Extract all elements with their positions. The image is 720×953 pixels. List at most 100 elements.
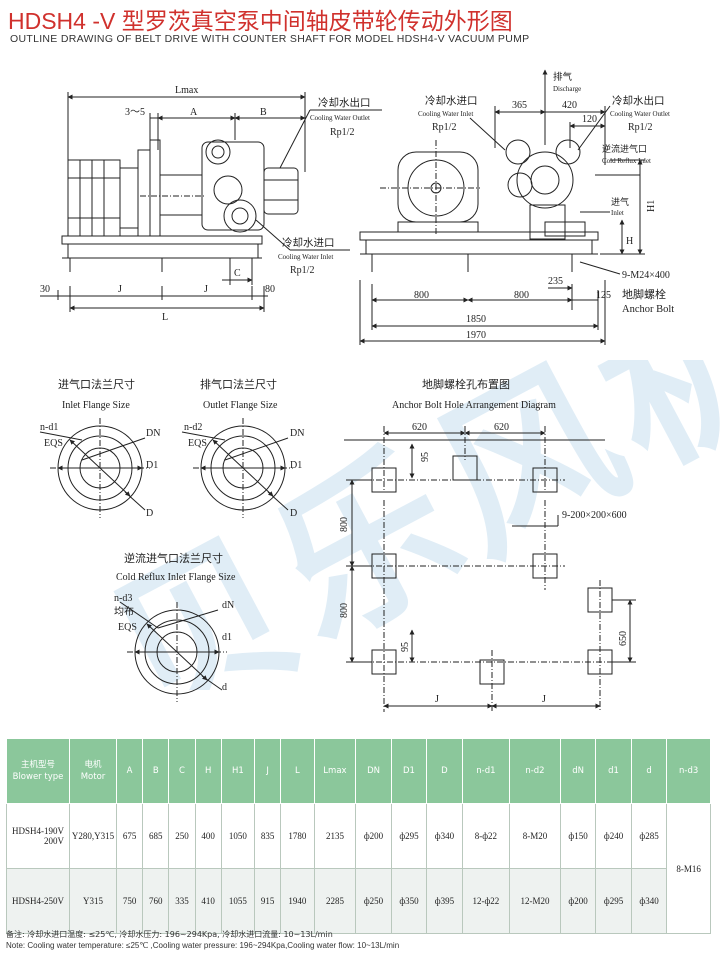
rp-outlet: Rp1/2 (330, 127, 354, 138)
dim-gap: 3～5 (125, 107, 145, 118)
anchor-800a: 800 (339, 517, 350, 532)
bolt-spec: 9-M24×400 (622, 270, 670, 281)
table-cell: 915 (254, 868, 282, 934)
dim-b: B (260, 107, 267, 118)
anchor-800b: 800 (339, 603, 350, 618)
outlet-eqs: EQS (188, 438, 207, 449)
table-cell: 250 (168, 803, 196, 869)
table-cell: ф340 (630, 868, 668, 934)
table-cell: 12-ф22 (461, 868, 511, 934)
cw-inlet-en: Cooling Water Inlet (278, 253, 333, 261)
table-header-cell: n-d2 (509, 738, 561, 804)
table-header-cell: n-d3 (666, 738, 711, 804)
table-cell: 2285 (313, 868, 357, 934)
table-cell: 1940 (280, 868, 315, 934)
dim-c: C (234, 268, 241, 279)
header-en: Blower type (12, 772, 64, 782)
outlet-d1: D1 (290, 460, 302, 471)
inlet-flange (39, 418, 150, 518)
anchor-title-en: Anchor Bolt Hole Arrangement Diagram (392, 400, 556, 411)
reflux-d1: d1 (222, 632, 232, 643)
front-view (40, 92, 382, 312)
anchor-layout-labels: 地脚螺栓孔布置图 Anchor Bolt Hole Arrangement Di… (339, 377, 629, 705)
side-cw-outlet-cn: 冷却水出口 (612, 94, 665, 107)
rp-inlet: Rp1/2 (290, 265, 314, 276)
header-en: H1 (232, 766, 244, 776)
header-en: C (179, 766, 185, 776)
anchor-holes: 9-200×200×600 (562, 510, 627, 521)
header-en: D1 (403, 766, 415, 776)
page-title: HDSH4 -V 型罗茨真空泵中间轴皮带轮传动外形图 (8, 8, 513, 34)
reflux-flange (119, 601, 227, 702)
reflux-flange-labels: 逆流进气口法兰尺寸 Cold Reflux Inlet Flange Size … (114, 551, 236, 693)
dim-h: H (626, 236, 633, 247)
inlet-dn: DN (146, 428, 160, 439)
table-cell: 675 (115, 803, 144, 869)
anchor-650: 650 (618, 631, 629, 646)
dim-1850: 1850 (466, 314, 486, 325)
front-view-labels: Lmax 3～5 A B 冷却水出口 Cooling Water Outlet … (40, 85, 371, 323)
reflux-nd: n-d3 (114, 593, 132, 604)
side-cw-inlet-cn: 冷却水进口 (425, 94, 478, 107)
dim-lmax: Lmax (175, 85, 198, 96)
side-cw-outlet-en: Cooling Water Outlet (610, 110, 670, 118)
table-header-cell: Lmax (313, 738, 357, 804)
anchor-bolt-cn: 地脚螺栓 (622, 287, 666, 301)
header-en: L (295, 766, 300, 776)
dim-125: 125 (596, 290, 611, 301)
table-cell: ф250 (355, 868, 392, 934)
reflux-even: 均布 (114, 606, 134, 618)
dim-365: 365 (512, 100, 527, 111)
reflux-flange-title-cn: 逆流进气口法兰尺寸 (124, 551, 223, 565)
dim-1970: 1970 (466, 330, 486, 341)
dim-h1: H1 (646, 200, 657, 212)
table-cell: ф240 (595, 803, 632, 869)
table-cell: ф395 (426, 868, 463, 934)
reflux-flange-title-en: Cold Reflux Inlet Flange Size (116, 572, 236, 583)
table-header-cell: DN (355, 738, 392, 804)
dim-235: 235 (548, 276, 563, 287)
dim-800b: 800 (514, 290, 529, 301)
dim-30: 30 (40, 284, 50, 295)
reflux-dn: dN (222, 600, 234, 611)
anchor-title-cn: 地脚螺栓孔布置图 (422, 377, 510, 391)
table-header-cell: d1 (595, 738, 632, 804)
table-header-cell: d (630, 738, 668, 804)
anchor-95a: 95 (420, 452, 431, 462)
anchor-layout (344, 426, 636, 712)
table-header-cell: D (426, 738, 463, 804)
page-subtitle: OUTLINE DRAWING OF BELT DRIVE WITH COUNT… (10, 33, 530, 45)
table-cell: ф200 (355, 803, 392, 869)
dim-120: 120 (582, 114, 597, 125)
outlet-dn: DN (290, 428, 304, 439)
table-header-cell: C (168, 738, 196, 804)
side-view (359, 69, 645, 345)
table-header-cell: H1 (220, 738, 256, 804)
table-cell: 1050 (220, 803, 256, 869)
dim-800a: 800 (414, 290, 429, 301)
header-cn: 电机 (84, 760, 102, 770)
dim-420: 420 (562, 100, 577, 111)
cw-outlet-en: Cooling Water Outlet (310, 114, 370, 122)
header-en: J (266, 766, 269, 776)
header-en: dN (572, 766, 584, 776)
header-en: d1 (608, 766, 619, 776)
side-rp-outlet: Rp1/2 (628, 122, 652, 133)
table-cell: 8-ф22 (461, 803, 511, 869)
table-header-cell: n-d1 (461, 738, 511, 804)
header-en: A (126, 766, 133, 776)
header-en: Motor (80, 772, 106, 782)
inlet-eqs: EQS (44, 438, 63, 449)
inlet-flange-title-en: Inlet Flange Size (62, 400, 130, 411)
outlet-flange-title-cn: 排气口法兰尺寸 (200, 377, 277, 391)
anchor-95b: 95 (400, 642, 411, 652)
table-cell: ф285 (630, 803, 668, 869)
dim-j2: J (204, 284, 208, 295)
inlet-nd: n-d1 (40, 422, 58, 433)
table-cell: Y280,Y315 (69, 803, 117, 869)
engineering-drawing: Lmax 3～5 A B 冷却水出口 Cooling Water Outlet … (39, 69, 674, 712)
anchor-bolt-en: Anchor Bolt (622, 304, 674, 315)
